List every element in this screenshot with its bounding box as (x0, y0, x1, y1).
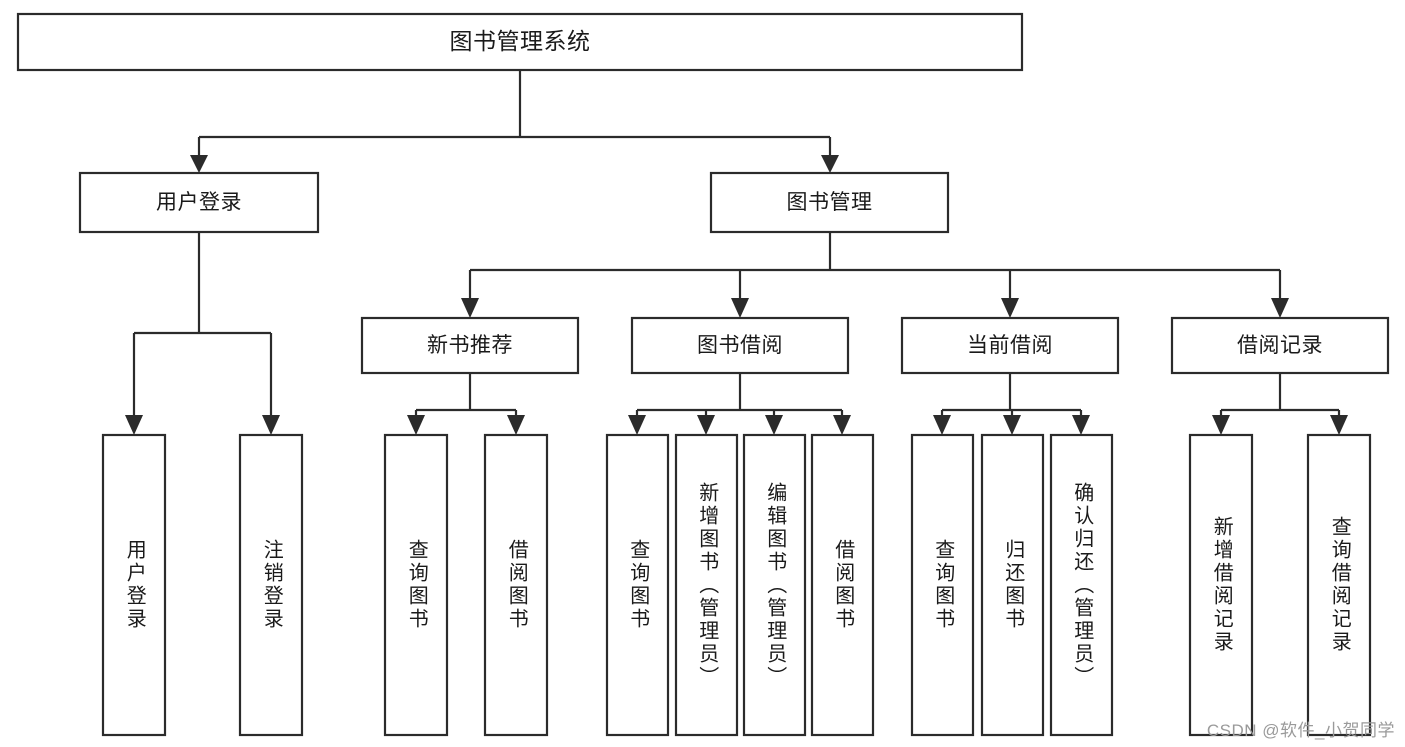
leaf-add-book-box[interactable] (674, 433, 739, 737)
leaf-add-record-box[interactable] (1188, 433, 1254, 737)
arrow-to-leaf-user-login (125, 415, 143, 435)
arrow-to-leaf-query-book-2 (628, 415, 646, 435)
arrow-to-leaf-edit-book (765, 415, 783, 435)
arrow-to-leaf-return-book (1003, 415, 1021, 435)
leaf-logout-login-box[interactable] (238, 433, 304, 737)
leaf-user-login-box[interactable] (101, 433, 167, 737)
arrow-to-book-borrow (731, 298, 749, 318)
leaf-query-book-2-box[interactable] (605, 433, 670, 737)
leaf-query-book-3-box[interactable] (910, 433, 975, 737)
arrow-to-borrow-record (1271, 298, 1289, 318)
arrow-to-leaf-confirm-return (1072, 415, 1090, 435)
leaf-return-book-box[interactable] (980, 433, 1045, 737)
leaf-confirm-return-box[interactable] (1049, 433, 1114, 737)
leaf-edit-book-box[interactable] (742, 433, 807, 737)
node-current-borrow-box[interactable] (900, 316, 1120, 375)
arrow-to-leaf-query-record (1330, 415, 1348, 435)
arrow-to-leaf-add-record (1212, 415, 1230, 435)
arrow-to-new-book-recommend (461, 298, 479, 318)
arrow-to-leaf-query-book-1 (407, 415, 425, 435)
arrow-to-current-borrow (1001, 298, 1019, 318)
node-user-login-box[interactable] (78, 171, 320, 234)
leaf-query-record-box[interactable] (1306, 433, 1372, 737)
leaf-borrow-book-2-box[interactable] (810, 433, 875, 737)
watermark-text: CSDN @软件_小贺同学 (1206, 721, 1395, 740)
arrow-to-leaf-query-book-3 (933, 415, 951, 435)
node-book-borrow-box[interactable] (630, 316, 850, 375)
leaf-query-book-1-box[interactable] (383, 433, 449, 737)
arrow-to-user-login (190, 155, 208, 173)
arrow-to-book-manage (821, 155, 839, 173)
node-book-manage-box[interactable] (709, 171, 950, 234)
node-root-box[interactable] (16, 12, 1024, 72)
node-borrow-record-box[interactable] (1170, 316, 1390, 375)
node-new-book-recommend-box[interactable] (360, 316, 580, 375)
arrow-to-leaf-add-book (697, 415, 715, 435)
arrow-to-leaf-borrow-book-2 (833, 415, 851, 435)
leaf-borrow-book-1-box[interactable] (483, 433, 549, 737)
arrow-to-leaf-borrow-book-1 (507, 415, 525, 435)
arrow-to-leaf-logout-login (262, 415, 280, 435)
